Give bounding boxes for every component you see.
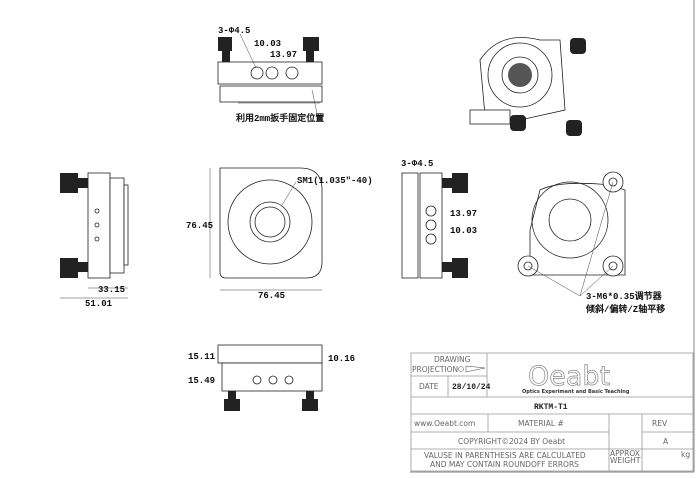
dim-13-97-right: 13.97 (450, 209, 477, 219)
adjuster-note: 倾斜/偏转/Z轴平移 (585, 303, 665, 315)
knob (303, 37, 319, 51)
hole-callout-right: 3-Φ4.5 (401, 159, 433, 169)
dim-15-11: 15.11 (188, 352, 216, 362)
adjuster-callout: 3-M6*0.35调节器 (586, 290, 663, 302)
approx-label: APPROX (610, 449, 640, 458)
dim-13-97: 13.97 (270, 50, 297, 60)
front-view: 76.45 76.45 SM1(1.035"-40) (186, 167, 373, 301)
dim-10-03-right: 10.03 (450, 226, 477, 236)
drawing-label: DRAWING (434, 355, 471, 364)
right-view: 3-Φ4.5 13.97 10.03 (401, 159, 477, 279)
material-label: MATERIAL # (518, 419, 564, 428)
logo-tagline: Optics Experiment and Basic Teaching (522, 389, 630, 395)
wrench-note: 利用2mm扳手固定位置 (235, 112, 324, 124)
note-line-2: AND MAY CONTAIN ROUNDOFF ERRORS (430, 460, 579, 469)
title-block: DRAWING PROJECTION DATE 28/10/24 Oeabt O… (410, 352, 694, 472)
isometric-view (469, 37, 586, 136)
part-number: RKTM-T1 (534, 403, 568, 412)
top-view: 3-Φ4.5 10.03 13.97 利用2mm扳手固定位置 (217, 26, 324, 124)
website: www.Oeabt.com (414, 419, 475, 428)
dim-10-16: 10.16 (328, 354, 355, 364)
hole-callout: 3-Φ4.5 (218, 26, 250, 36)
date-label: DATE (419, 382, 439, 391)
projection-symbol-icon (458, 365, 486, 373)
company-logo: Oeabt (528, 361, 610, 392)
bottom-view: 15.11 15.49 10.16 (188, 344, 355, 411)
dim-10-03: 10.03 (254, 39, 281, 49)
dim-51-01: 51.01 (85, 299, 113, 309)
rev-label: REV (652, 419, 668, 428)
thread-callout: SM1(1.035"-40) (297, 176, 373, 186)
rev-value: A (663, 437, 669, 446)
weight-unit: kg (681, 450, 690, 459)
knob (218, 37, 232, 51)
dim-33-15: 33.15 (98, 285, 125, 295)
left-view: 33.15 51.01 (60, 172, 129, 309)
copyright: COPYRIGHT©2024 BY Oeabt (458, 437, 565, 446)
weight-label: WEIGHT (610, 456, 641, 465)
dim-15-49: 15.49 (188, 376, 215, 386)
note-line-1: VALUSE IN PARENTHESIS ARE CALCULATED (424, 451, 586, 460)
date-value: 28/10/24 (452, 383, 491, 392)
back-view: 3-M6*0.35调节器 倾斜/偏转/Z轴平移 (517, 171, 665, 315)
dim-height: 76.45 (186, 221, 213, 231)
projection-label: PROJECTION (412, 365, 458, 374)
dim-width: 76.45 (258, 291, 285, 301)
